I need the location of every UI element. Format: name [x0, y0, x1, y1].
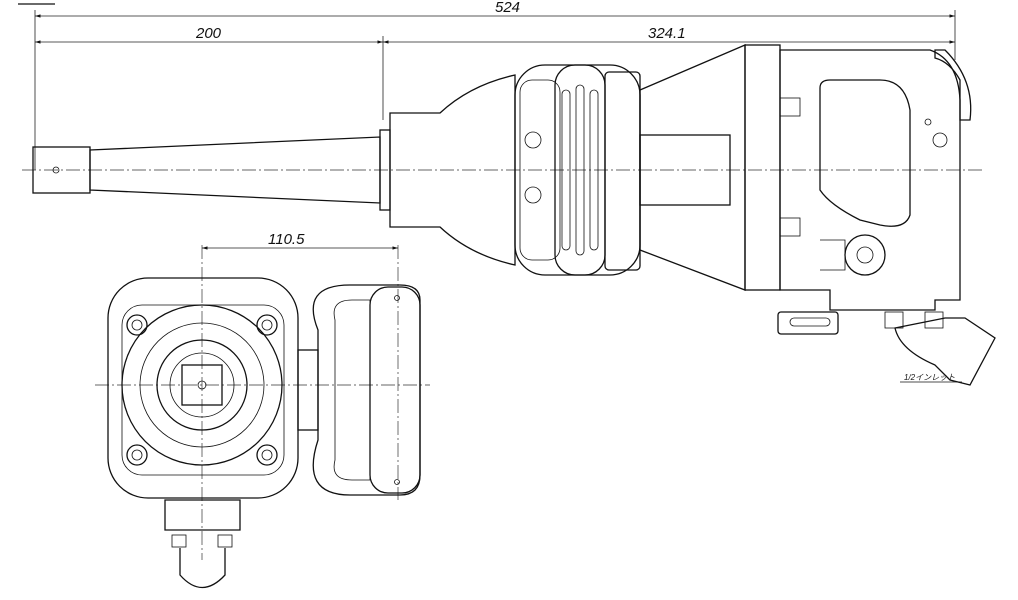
- handle-loop: [312, 284, 421, 496]
- front-body: [389, 74, 516, 266]
- dimension-sub: 200 324.1: [35, 25, 955, 120]
- dimension-524: 524: [495, 0, 520, 16]
- side-view: 1/2インレット: [22, 44, 996, 386]
- trigger-hook: [934, 49, 972, 121]
- flange-ring: [744, 44, 781, 291]
- dimension-110-5: 110.5: [268, 231, 305, 248]
- air-inlet: [894, 317, 996, 386]
- square-drive-front: [181, 364, 223, 406]
- reverse-valve: [844, 234, 886, 276]
- bottom-inlet: [179, 548, 226, 589]
- bottom-valve: [164, 499, 241, 531]
- inlet-label: 1/2インレット: [904, 373, 955, 382]
- bolts: [126, 314, 278, 466]
- motor-handle-body: [779, 49, 961, 311]
- side-handle-mount: [777, 311, 839, 335]
- dimension-200: 200: [195, 25, 222, 42]
- dimension-overall: 524: [34, 0, 956, 170]
- dimension-324-1: 324.1: [648, 25, 686, 42]
- front-view: 110.5: [95, 231, 430, 589]
- cone-housing: [639, 44, 746, 291]
- handle-cutout: [819, 79, 911, 227]
